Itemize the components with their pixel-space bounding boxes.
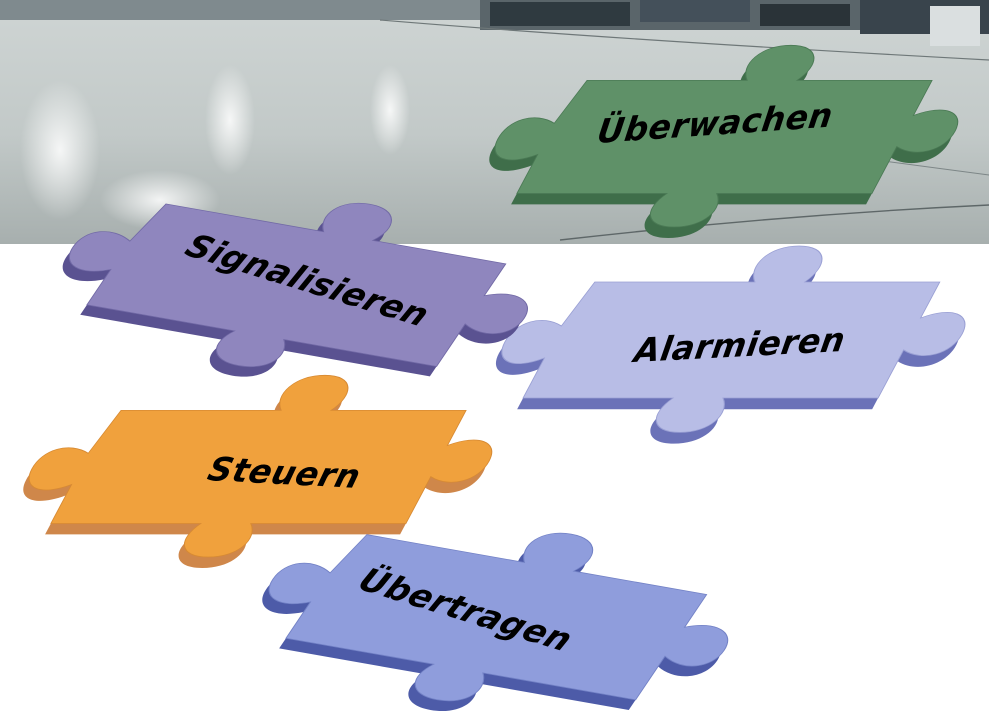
label-steuern: Steuern — [204, 450, 365, 496]
